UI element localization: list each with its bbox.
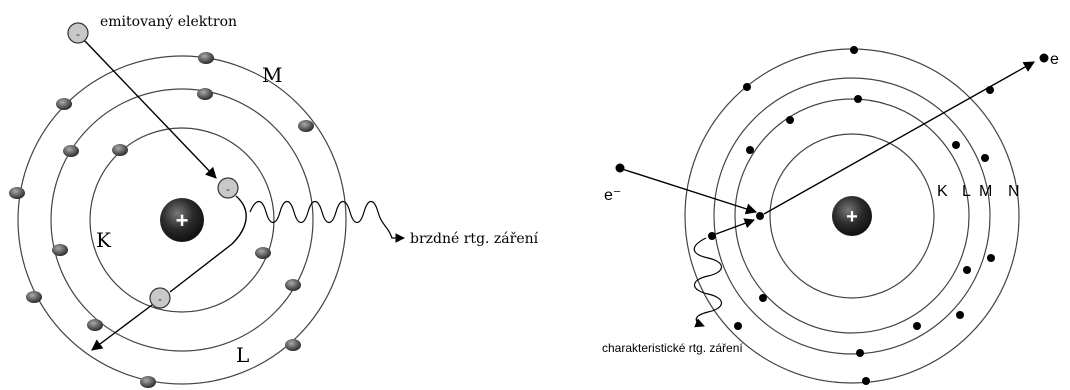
svg-text:-: - (158, 292, 162, 306)
characteristic-radiation-diagram: + (602, 46, 1059, 385)
electron (63, 145, 79, 157)
electron (743, 83, 751, 91)
electron (956, 311, 964, 319)
bremsstrahlung-diagram: + - - - (9, 13, 539, 388)
electron (285, 339, 301, 351)
nucleus: + (160, 198, 204, 242)
nucleus: + (832, 196, 872, 236)
electron (856, 349, 864, 357)
electron (285, 279, 301, 291)
electron (756, 212, 764, 220)
outgoing-electron (1040, 54, 1049, 63)
electron (255, 247, 271, 259)
nucleus-sign: + (846, 206, 858, 228)
bremsstrahlung-label: brzdné rtg. záření (410, 231, 539, 247)
electron (197, 88, 213, 100)
nucleus-sign: + (176, 208, 189, 233)
characteristic-label: charakteristické rtg. záření (602, 341, 743, 355)
incoming-electron-path (622, 169, 756, 212)
electron (87, 319, 103, 331)
electron (198, 52, 214, 64)
electron (759, 294, 767, 302)
outgoing-electron-label: e (1050, 51, 1059, 68)
shell-k-label: K (96, 228, 112, 252)
shell-l-label: L (236, 343, 249, 367)
electron (298, 120, 314, 132)
incoming-electron (616, 164, 625, 173)
electron (854, 95, 862, 103)
electron (786, 116, 794, 124)
electron (862, 377, 870, 385)
electron (26, 291, 42, 303)
electron (952, 141, 960, 149)
shell-k-label: K (937, 183, 948, 200)
shell-l-label: L (962, 183, 971, 200)
electron (9, 187, 25, 199)
electron (963, 266, 971, 274)
electron (56, 98, 72, 110)
electron (850, 46, 858, 54)
incoming-electron-path (84, 40, 216, 178)
electron (987, 254, 995, 262)
electron (913, 322, 921, 330)
svg-text:-: - (226, 182, 230, 196)
shell-m-label: M (979, 183, 992, 200)
electron (112, 144, 128, 156)
electron (52, 244, 68, 256)
outgoing-electron-path (764, 62, 1034, 214)
svg-text:-: - (76, 27, 80, 41)
electron (708, 232, 716, 240)
shell-n-label: N (1008, 183, 1020, 200)
electron (734, 322, 742, 330)
incoming-electron-label: e⁻ (604, 187, 621, 204)
electron (746, 146, 754, 154)
shell-m-label: M (262, 63, 282, 87)
electron (140, 376, 156, 388)
emitted-electron-label: emitovaný elektron (100, 13, 237, 30)
electron (981, 154, 989, 162)
